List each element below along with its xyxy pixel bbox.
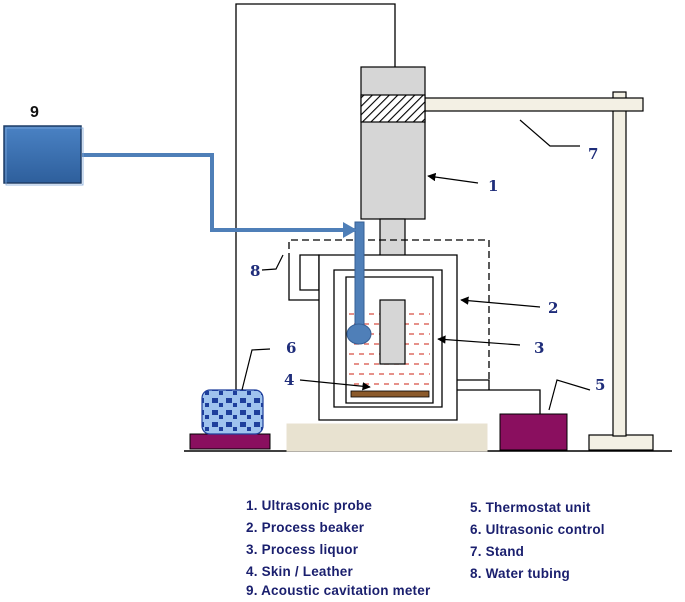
probe-horn-tip bbox=[379, 299, 406, 365]
callout-3: 3 bbox=[534, 339, 544, 357]
callout-9: 9 bbox=[30, 104, 39, 121]
callout-1: 1 bbox=[488, 177, 498, 195]
legend-item-1: 1. Ultrasonic probe bbox=[246, 498, 373, 513]
cavitation-meter bbox=[3, 125, 84, 186]
meter-cable bbox=[82, 153, 355, 232]
legend-item-5: 5. Thermostat unit bbox=[470, 500, 591, 515]
legend-left-column: 1. Ultrasonic probe 2. Process beaker 3.… bbox=[246, 495, 372, 583]
stand-pole bbox=[612, 91, 627, 437]
callout-5: 5 bbox=[595, 376, 605, 394]
callout-7: 7 bbox=[588, 145, 598, 163]
probe-head bbox=[360, 66, 426, 220]
stand-arm bbox=[420, 97, 644, 112]
legend-right-column: 5. Thermostat unit 6. Ultrasonic control… bbox=[470, 497, 605, 585]
ultrasonic-control bbox=[189, 389, 271, 450]
water-jacket-dashed bbox=[288, 239, 490, 380]
beaker-platform bbox=[286, 423, 488, 452]
leader-lines bbox=[241, 119, 591, 411]
legend-item-8: 8. Water tubing bbox=[470, 566, 570, 581]
callout-8: 8 bbox=[250, 262, 260, 280]
callout-4: 4 bbox=[284, 371, 294, 389]
legend-item-4: 4. Skin / Leather bbox=[246, 564, 353, 579]
callout-2: 2 bbox=[548, 299, 558, 317]
stand bbox=[420, 91, 654, 451]
legend-item-7: 7. Stand bbox=[470, 544, 525, 559]
legend-item-6: 6. Ultrasonic control bbox=[470, 522, 605, 537]
legend-item-2: 2. Process beaker bbox=[246, 520, 365, 535]
probe-clamp bbox=[360, 94, 426, 123]
legend-item-9: 9. Acoustic cavitation meter bbox=[246, 583, 431, 598]
thermostat-unit bbox=[499, 413, 568, 451]
callout-6: 6 bbox=[286, 339, 296, 357]
legend-item-3: 3. Process liquor bbox=[246, 542, 359, 557]
skin-leather bbox=[350, 390, 430, 398]
stand-base bbox=[588, 434, 654, 451]
cavitation-probe bbox=[346, 221, 372, 345]
